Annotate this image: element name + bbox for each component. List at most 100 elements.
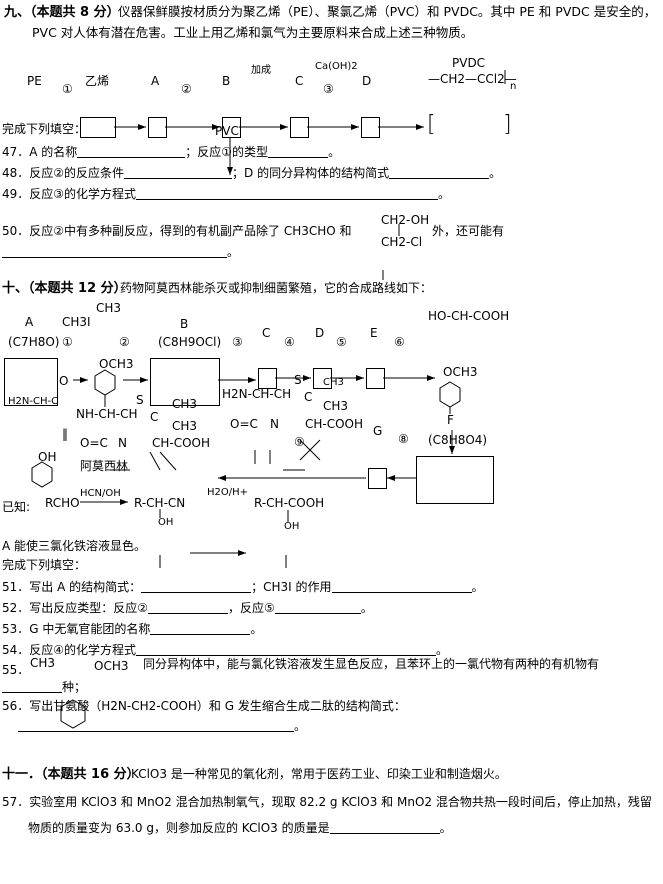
scheme10-num3: ③ — [232, 335, 243, 349]
scheme10-e: E — [370, 326, 378, 340]
scheme9-polymer: —CH2—CCl2— — [428, 72, 517, 86]
scheme10-h2n-ch-c: H2N-CH-C — [8, 396, 59, 407]
q51-blank-2[interactable] — [331, 580, 472, 593]
scheme10-b: B — [180, 317, 189, 331]
scheme10-ch3-top: CH3 — [96, 301, 122, 315]
q52-blank-1[interactable] — [148, 601, 229, 614]
q56: 56．写出甘氨酸（H2N-CH2-COOH）和 G 发生缩合生成二肽的结构简式： — [2, 699, 406, 713]
known-oh-2: OH — [284, 521, 300, 532]
scheme10-ch3-b: CH3 — [172, 419, 198, 433]
scheme10-och3-b: OCH3 — [443, 365, 478, 379]
q9-intro-line1: 仪器保鲜膜按材质分为聚乙烯（PE）、聚氯乙烯（PVC）和 PVDC。其中 PE … — [118, 4, 657, 19]
scheme10-f: F — [447, 413, 454, 427]
scheme10-num4: ④ — [284, 335, 295, 349]
scheme10-ch3-d: CH3 — [323, 399, 349, 413]
q50-blank[interactable] — [2, 245, 227, 258]
q48-blank-2[interactable] — [389, 166, 490, 179]
q50-ch2cl: CH2-Cl — [381, 235, 423, 249]
scheme9-pvdc: PVDC — [452, 56, 486, 70]
scheme10-amoxicillin: 阿莫西林 — [80, 459, 129, 473]
q57-blank[interactable] — [329, 821, 440, 834]
q52-blank-2[interactable] — [274, 601, 361, 614]
scheme10-a: A — [25, 315, 34, 329]
scheme10-oc2: O=C — [80, 436, 108, 450]
scheme9-caoh2: Ca(OH)2 — [315, 61, 358, 72]
q57-line2: 物质的质量变为 63.0 g，则参加反应的 KClO3 的质量是。 — [28, 821, 452, 835]
q10-intro: 药物阿莫西林能杀灭或抑制细菌繁殖，它的合成路线如下： — [120, 281, 433, 295]
scheme10-c2: C — [150, 410, 159, 424]
q48: 48．反应②的反应条件；D 的同分异构体的结构简式。 — [2, 166, 502, 180]
q55-number: 55． — [2, 663, 30, 677]
scheme10-s2: S — [294, 373, 302, 387]
known-r-ch-cooh: R-CH-COOH — [254, 496, 325, 510]
scheme10-num8: ⑧ — [398, 432, 409, 446]
scheme9-bracket-left: [ — [427, 112, 436, 137]
scheme10-oc: O=C — [230, 417, 258, 431]
q50: 50．反应②中有多种副反应，得到的有机副产品除了 CH3CHO 和 — [2, 224, 352, 238]
q55-blank[interactable] — [2, 680, 62, 693]
q55-ch3: CH3 — [30, 656, 56, 670]
scheme10-oh: OH — [38, 450, 57, 464]
scheme10-nh-ch-ch: NH-CH-CH — [76, 407, 138, 421]
scheme10-a-formula: (C7H8O) — [8, 335, 60, 349]
q54-blank[interactable] — [136, 643, 437, 656]
q53: 53．G 中无氧官能团的名称。 — [2, 622, 263, 636]
scheme10-box-b — [150, 358, 220, 406]
q50-answer: 。 — [2, 245, 239, 258]
benzene-ring-1 — [94, 369, 116, 396]
q47-blank-2[interactable] — [268, 145, 329, 158]
scheme9-a: A — [151, 74, 160, 88]
scheme10-num6: ⑥ — [394, 335, 405, 349]
scheme9-ethene: 乙烯 — [85, 74, 110, 88]
q51-blank-1[interactable] — [141, 580, 252, 593]
scheme10-ch-cooh: CH-COOH — [305, 417, 364, 431]
scheme9-pvc: PVC — [215, 124, 239, 138]
q50-tail: 外，还可能有 — [432, 224, 505, 238]
scheme10-num1: ① — [62, 335, 73, 349]
scheme9-num3: ③ — [323, 82, 334, 96]
scheme10-c8h8o4: (C8H8O4) — [428, 433, 488, 447]
q56-answer: 。 — [18, 719, 306, 732]
q9-fill-in: 完成下列填空： — [2, 122, 87, 136]
q49-blank[interactable] — [136, 187, 439, 200]
scheme10-double-bond: ‖ — [62, 427, 68, 441]
q50-ch2oh: CH2-OH — [381, 213, 430, 227]
known-rcho: RCHO — [45, 496, 80, 510]
known-hcn: HCN/OH — [80, 488, 121, 499]
fecl3-note: A 能使三氯化铁溶液显色。 — [2, 539, 147, 553]
scheme10-c: C — [262, 326, 271, 340]
scheme9-pe: PE — [27, 74, 42, 88]
q47-blank-1[interactable] — [77, 145, 186, 158]
benzene-ring-3 — [31, 461, 53, 488]
known-oh-1: OH — [158, 517, 174, 528]
q11-intro: KClO3 是一种常见的氧化剂，常用于医药工业、印染工业和制造烟火。 — [131, 767, 507, 781]
scheme10-n-a: N — [270, 417, 279, 431]
q47: 47．A 的名称；反应①的类型。 — [2, 145, 341, 159]
scheme10-g: G — [373, 424, 383, 438]
scheme10-box-a — [4, 358, 58, 406]
scheme10-box-f — [416, 456, 494, 504]
scheme10-num2: ② — [119, 335, 130, 349]
q48-blank-1[interactable] — [124, 166, 233, 179]
known-r-ch-cn: R-CH-CN — [134, 496, 186, 510]
scheme9-b: B — [222, 74, 231, 88]
scheme10-c3: C — [304, 390, 313, 404]
scheme9-bracket-right: ] — [503, 112, 512, 137]
q56-blank[interactable] — [18, 719, 294, 732]
scheme10-d: D — [315, 326, 325, 340]
q53-blank[interactable] — [150, 622, 251, 635]
scheme10-h2n-ch-ch: H2N-CH-CH — [222, 387, 292, 401]
q9-intro-line2: PVC 对人体有潜在危害。工业上用乙烯和氯气为主要原料来合成上述三种物质。 — [32, 25, 474, 40]
scheme9-n: n — [510, 81, 517, 92]
q57: 57．实验室用 KClO3 和 MnO2 混合加热制氧气，现取 82.2 g K… — [2, 795, 652, 809]
scheme10-ho-ch-cooh: HO-CH-COOH — [428, 309, 510, 323]
q10-fill-in: 完成下列填空： — [2, 558, 87, 572]
scheme9-addition: 加成 — [251, 65, 271, 76]
scheme10-box-g — [368, 468, 387, 489]
q54: 54．反应④的化学方程式。 — [2, 643, 449, 657]
scheme9-d: D — [362, 74, 372, 88]
known-h2o-h: H2O/H+ — [207, 487, 249, 498]
scheme10-n-b: N — [118, 436, 127, 450]
scheme10-num5: ⑤ — [336, 335, 347, 349]
